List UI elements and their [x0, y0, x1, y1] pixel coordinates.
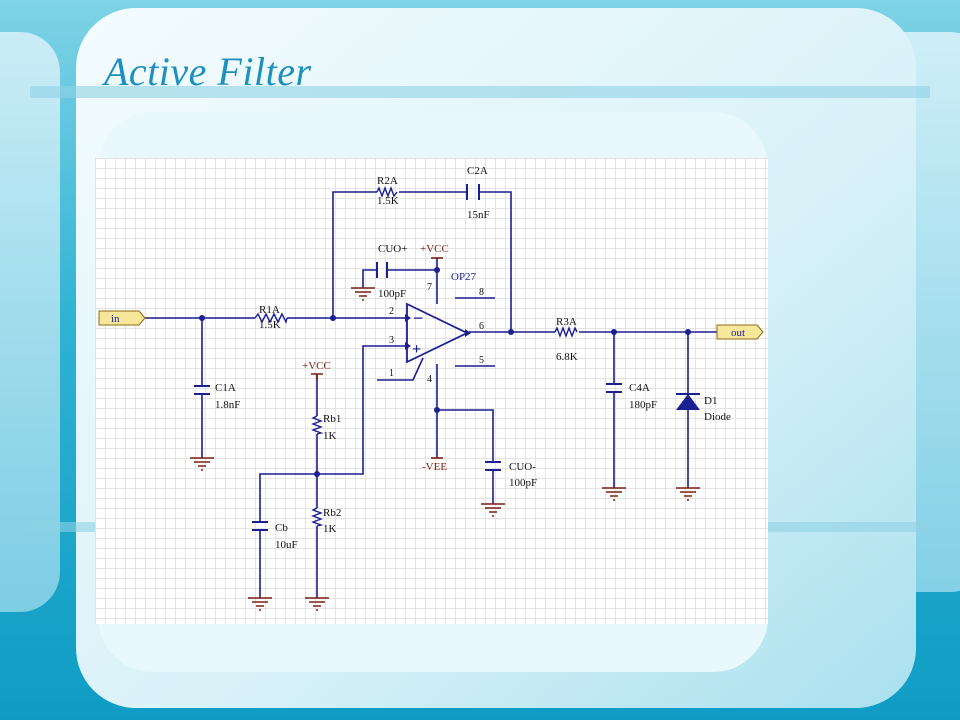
port-in-label: in	[111, 313, 120, 325]
c1a-value: 1.8nF	[215, 399, 240, 411]
cb-value: 10uF	[275, 539, 298, 551]
r3a-symbol	[554, 326, 578, 338]
d1-ref: D1	[704, 395, 717, 407]
power-symbols	[311, 257, 443, 459]
ground-rb2-icon	[305, 597, 329, 611]
rb2-value: 1K	[323, 523, 337, 535]
wires	[145, 191, 717, 598]
wire-pin1	[377, 357, 424, 381]
cuo-plus-value: 100pF	[378, 288, 406, 300]
cuo-minus-ref: CUO-	[509, 461, 536, 473]
wire-feedback	[332, 191, 512, 332]
vee-label: -VEE	[422, 461, 447, 473]
cuo-minus-value: 100pF	[509, 477, 537, 489]
r3a-value: 6.8K	[556, 351, 578, 363]
r1a-value: 1.5K	[259, 319, 281, 331]
r1a-symbol	[254, 312, 288, 325]
port-out-label: out	[731, 327, 745, 339]
d1-diode-symbol	[676, 393, 700, 410]
ground-cuo-plus-icon	[351, 287, 375, 301]
rb1-symbol	[311, 415, 324, 435]
c1a-symbol	[194, 385, 210, 395]
pin-7: 7	[427, 282, 432, 293]
grounds	[190, 287, 700, 611]
rb1-ref: Rb1	[323, 413, 341, 425]
junction-dot	[330, 315, 336, 321]
junctions	[199, 267, 691, 477]
c2a-symbol	[466, 184, 480, 200]
pin-1: 1	[389, 368, 394, 379]
c4a-ref: C4A	[629, 382, 650, 394]
d1-value: Diode	[704, 411, 731, 423]
wire-cb	[259, 473, 317, 598]
junction-dot	[314, 471, 320, 477]
opamp-plus-sign: +	[412, 341, 421, 358]
pin-2: 2	[389, 306, 394, 317]
r2a-value: 1.5K	[377, 195, 399, 207]
wire-cuo-minus	[437, 409, 494, 504]
c4a-symbol	[606, 383, 622, 393]
cb-symbol	[252, 521, 268, 531]
ground-cuo-minus-icon	[481, 503, 505, 517]
pin-4: 4	[427, 374, 432, 385]
r1a-ref: R1A	[259, 304, 280, 316]
cuo-minus-symbol	[485, 461, 501, 471]
c1a-ref: C1A	[215, 382, 236, 394]
pin-5: 5	[479, 355, 484, 366]
rb2-ref: Rb2	[323, 507, 341, 519]
port-out: out	[716, 324, 764, 340]
schematic-diagram: − + OP27 2 3 1 7 4 8 6 5	[95, 158, 768, 624]
component-labels: R2A 1.5K C2A 15nF CUO+ 100pF R1A 1.5K C1…	[215, 165, 731, 551]
opamp-minus-sign: −	[413, 308, 423, 328]
cb-ref: Cb	[275, 522, 288, 534]
c2a-ref: C2A	[467, 165, 488, 177]
vcc-left-bar	[311, 373, 323, 380]
ground-cb-icon	[248, 597, 272, 611]
c4a-value: 180pF	[629, 399, 657, 411]
pin-6: 6	[479, 321, 484, 332]
ground-c4a-icon	[602, 487, 626, 501]
pin-8: 8	[479, 287, 484, 298]
junction-dot	[434, 407, 440, 413]
pin-numbers: 2 3 1 7 4 8 6 5	[389, 282, 484, 385]
cuo-plus-ref: CUO+	[378, 243, 407, 255]
power-labels: +VCC +VCC -VEE	[302, 243, 449, 473]
junction-dot	[199, 315, 205, 321]
wire-noninv	[317, 345, 403, 475]
vcc-left-label: +VCC	[302, 360, 331, 372]
rb1-value: 1K	[323, 430, 337, 442]
cuo-plus-symbol	[376, 262, 388, 278]
ground-d1-icon	[676, 487, 700, 501]
opamp-symbol: − + OP27	[405, 271, 477, 364]
rb2-symbol	[311, 507, 324, 527]
ground-c1a-icon	[190, 457, 214, 471]
schematic-grid	[95, 158, 768, 624]
junction-dot	[685, 329, 691, 335]
vcc-top-label: +VCC	[420, 243, 449, 255]
r2a-symbol	[376, 186, 398, 198]
r2a-ref: R2A	[377, 175, 398, 187]
c2a-value: 15nF	[467, 209, 490, 221]
capacitors	[194, 184, 622, 531]
schematic-svg: − + OP27 2 3 1 7 4 8 6 5	[98, 165, 764, 611]
port-in: in	[98, 310, 146, 326]
junction-dot	[434, 267, 440, 273]
junction-dot	[611, 329, 617, 335]
resistors	[254, 186, 578, 527]
pin-3: 3	[389, 335, 394, 346]
opamp-name: OP27	[451, 271, 477, 283]
r3a-ref: R3A	[556, 316, 577, 328]
slide-title: Active Filter	[104, 49, 312, 94]
junction-dot	[508, 329, 514, 335]
